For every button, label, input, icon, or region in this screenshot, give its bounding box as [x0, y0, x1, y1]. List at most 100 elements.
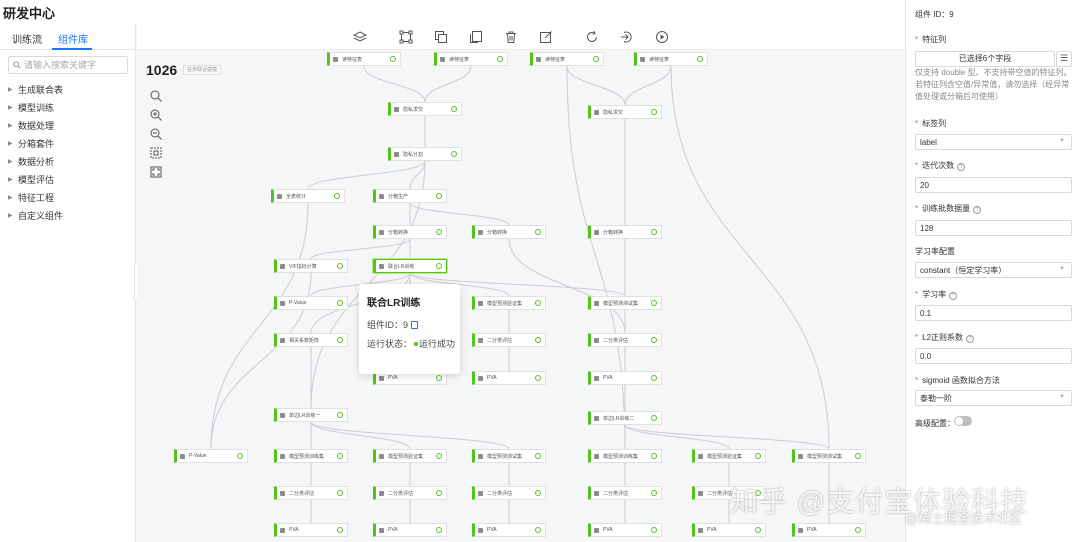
- advanced-toggle[interactable]: [954, 416, 972, 426]
- flow-node[interactable]: 读特征表: [327, 52, 401, 66]
- flow-node[interactable]: 读特征表: [530, 52, 604, 66]
- flow-edge: [624, 65, 672, 106]
- flow-node[interactable]: 单边LR训练二: [588, 411, 662, 425]
- flow-node[interactable]: PVA: [588, 371, 662, 385]
- flow-node-label: PVA: [603, 527, 613, 533]
- tree-item-model-evaluation[interactable]: ▶模型评估: [8, 174, 55, 185]
- flow-node-label: 分箱生产: [388, 193, 409, 200]
- help-icon[interactable]: ?: [966, 335, 975, 343]
- iterations-input[interactable]: 20: [915, 177, 1072, 193]
- zoom-in-icon[interactable]: [148, 108, 164, 124]
- flow-node[interactable]: PVA: [792, 523, 866, 537]
- flow-node[interactable]: 隐私求交: [388, 102, 462, 116]
- tab-component-library[interactable]: 组件库: [58, 35, 88, 46]
- flow-node[interactable]: PVA: [373, 371, 447, 385]
- tab-training-flow[interactable]: 训练流: [12, 35, 42, 46]
- flow-node[interactable]: 分箱生产: [373, 189, 447, 203]
- flow-node[interactable]: P-Value: [174, 449, 248, 463]
- flow-node[interactable]: 分箱转换: [588, 225, 662, 239]
- copy-icon[interactable]: [434, 30, 448, 44]
- flow-node[interactable]: PVA: [692, 523, 766, 537]
- flow-node[interactable]: 模型预测测试集: [792, 449, 866, 463]
- help-icon[interactable]: ?: [973, 206, 982, 214]
- flow-node[interactable]: 全表统计: [271, 189, 345, 203]
- l2-input[interactable]: 0.0: [915, 348, 1072, 364]
- flow-node[interactable]: 模型预测训练集: [274, 449, 348, 463]
- copy-id-icon[interactable]: [411, 321, 419, 329]
- tree-item-model-training[interactable]: ▶模型训练: [8, 102, 55, 113]
- flow-node[interactable]: 二分类评估: [472, 486, 546, 500]
- flow-node[interactable]: PVA: [472, 371, 546, 385]
- delete-icon[interactable]: [504, 30, 518, 44]
- flow-node[interactable]: 模型预测测试集: [472, 449, 546, 463]
- flow-node[interactable]: 相关系数矩阵: [274, 333, 348, 347]
- flow-node[interactable]: 隐私求交: [588, 105, 662, 119]
- duplicate-icon[interactable]: [469, 30, 483, 44]
- help-icon[interactable]: ?: [957, 163, 966, 171]
- learning-rate-input[interactable]: 0.1: [915, 305, 1072, 321]
- iterations-label: *迭代次数?: [915, 160, 966, 171]
- status-success-icon: [436, 193, 442, 199]
- flow-node[interactable]: PVA: [373, 523, 447, 537]
- flow-node[interactable]: 模型预测验证集: [373, 449, 447, 463]
- tree-item-data-analysis[interactable]: ▶数据分析: [8, 156, 55, 167]
- flow-edge: [508, 238, 626, 334]
- status-success-icon: [697, 56, 703, 62]
- tree-item-custom-components[interactable]: ▶自定义组件: [8, 210, 64, 221]
- flow-canvas[interactable]: 1026 任务联合建模 读特征表读特征表读特征表读特征表隐私求交隐私求交隐私分割…: [137, 50, 905, 542]
- search-icon[interactable]: [148, 89, 164, 105]
- fullscreen-icon[interactable]: [148, 165, 164, 181]
- flow-node[interactable]: 二分类评估: [472, 333, 546, 347]
- tooltip-id-label: 组件ID：: [367, 320, 404, 330]
- component-icon: [594, 453, 599, 459]
- run-icon[interactable]: [655, 30, 669, 44]
- sigmoid-select[interactable]: 泰勒一阶▼: [915, 390, 1072, 406]
- flow-node[interactable]: 模型预测训练集: [588, 449, 662, 463]
- zoom-out-icon[interactable]: [148, 127, 164, 143]
- flow-node[interactable]: 读特征表: [434, 52, 508, 66]
- flow-node[interactable]: 联合LR训练: [373, 259, 447, 273]
- import-icon[interactable]: [620, 30, 634, 44]
- flow-node[interactable]: 单边LR训练一: [274, 408, 348, 422]
- flow-node[interactable]: 二分类评估: [274, 486, 348, 500]
- menu-icon[interactable]: ☰: [1056, 51, 1072, 67]
- flow-node[interactable]: 二分类评估: [692, 486, 766, 500]
- flow-edge: [624, 424, 730, 450]
- flow-node[interactable]: 二分类评估: [373, 486, 447, 500]
- search-input[interactable]: [24, 60, 124, 70]
- flow-node[interactable]: PVA: [588, 523, 662, 537]
- flow-node[interactable]: 分箱转换: [373, 225, 447, 239]
- flow-node[interactable]: 分箱转换: [472, 225, 546, 239]
- flow-node[interactable]: PVA: [274, 523, 348, 537]
- fit-screen-icon[interactable]: [148, 146, 164, 162]
- flow-node[interactable]: 二分类评估: [588, 486, 662, 500]
- batch-size-input[interactable]: 128: [915, 220, 1072, 236]
- flow-node[interactable]: 模型预测验证集: [692, 449, 766, 463]
- flow-node-label: 模型预测验证集: [487, 300, 523, 307]
- select-frame-icon[interactable]: [399, 30, 413, 44]
- flow-node[interactable]: 二分类评估: [588, 333, 662, 347]
- status-success-icon: [337, 412, 343, 418]
- tree-item-joint-table[interactable]: ▶生成联合表: [8, 84, 64, 95]
- component-search[interactable]: [8, 56, 128, 74]
- flow-node[interactable]: VIF指标计算: [274, 259, 348, 273]
- status-success-icon: [535, 527, 541, 533]
- flow-node[interactable]: P-Value: [274, 296, 348, 310]
- refresh-icon[interactable]: [585, 30, 599, 44]
- flow-node[interactable]: 模型预测验证集: [472, 296, 546, 310]
- flow-edge: [566, 65, 626, 106]
- select-features-button[interactable]: 已选择6个字段: [915, 51, 1055, 67]
- layers-icon[interactable]: [353, 30, 367, 44]
- tree-item-data-processing[interactable]: ▶数据处理: [8, 120, 55, 131]
- label-col-select[interactable]: label▼: [915, 134, 1072, 150]
- flow-node[interactable]: 隐私分割: [388, 147, 462, 161]
- flow-node[interactable]: 读特征表: [634, 52, 708, 66]
- flow-node[interactable]: 模型预测测试集: [588, 296, 662, 310]
- tree-item-binning-kit[interactable]: ▶分箱套件: [8, 138, 55, 149]
- help-icon[interactable]: ?: [949, 292, 958, 300]
- lr-config-select[interactable]: constant（恒定学习率）▼: [915, 262, 1072, 278]
- edit-icon[interactable]: [539, 30, 553, 44]
- flow-edge: [409, 160, 426, 190]
- tree-item-feature-engineering[interactable]: ▶特征工程: [8, 192, 55, 203]
- flow-node[interactable]: PVA: [472, 523, 546, 537]
